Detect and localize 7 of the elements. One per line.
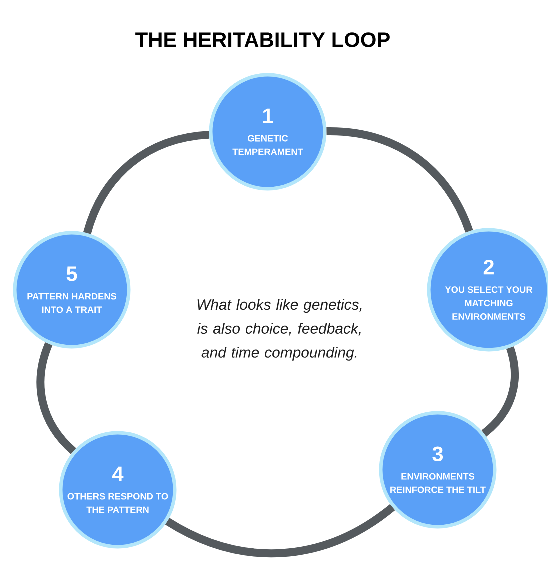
loop-arc — [166, 504, 396, 558]
loop-arc — [482, 346, 519, 437]
center-note: What looks like genetics, is also choice, feedback, and time compounding. — [198, 299, 362, 361]
loop-arc — [326, 128, 474, 233]
title: THE HERITABILITY LOOP — [136, 32, 390, 48]
loop-arc — [36, 342, 76, 454]
loop-arc — [84, 130, 210, 235]
